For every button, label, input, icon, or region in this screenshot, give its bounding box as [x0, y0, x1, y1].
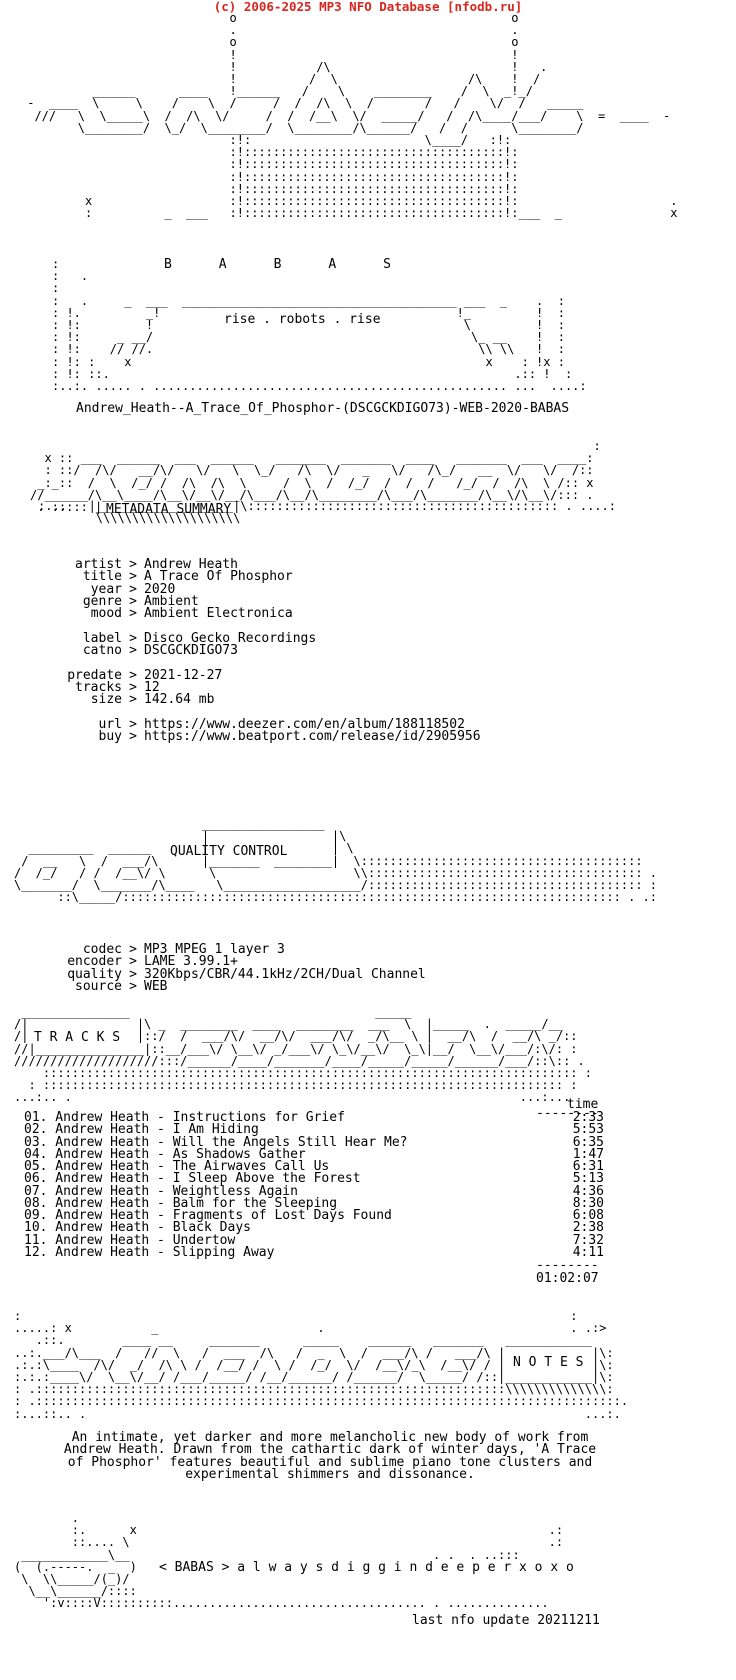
codec-value: MP3 MPEG 1 layer 3	[144, 942, 285, 957]
size-value: 142.64 mb	[144, 692, 215, 708]
quality-row-codec: codec>MP3 MPEG 1 layer 3	[82, 942, 285, 957]
quality-row-encoder: encoder>LAME 3.99.1+	[67, 954, 238, 970]
metadata-row-tracks: tracks>12	[75, 679, 160, 695]
source-value: WEB	[144, 978, 168, 994]
track-row: 09. Andrew Heath - Fragments of Lost Day…	[24, 1208, 604, 1223]
quality-row-quality: quality>320Kbps/CBR/44.1kHz/2CH/Dual Cha…	[67, 966, 426, 982]
metadata-row-label: label>Disco Gecko Recordings	[82, 630, 317, 646]
release-name: Andrew_Heath--A_Trace_Of_Phosphor-(DSCGC…	[76, 401, 570, 416]
track-row: 08. Andrew Heath - Balm for the Sleeping…	[24, 1195, 604, 1211]
genre-value: Ambient	[144, 593, 199, 609]
quality-list: codec>MP3 MPEG 1 layer 3 encoder>LAME 3.…	[0, 942, 426, 994]
site-banner: (c) 2006-2025 MP3 NFO Database [nfodb.ru…	[213, 0, 523, 14]
metadata-row-title: title>A Trace Of Phosphor	[82, 569, 293, 585]
tracks-section-title: T R A C K S	[34, 1030, 121, 1045]
title-value: A Trace Of Phosphor	[144, 569, 293, 585]
metadata-list: artist>Andrew Heath title>A Trace Of Pho…	[0, 557, 481, 745]
buy-link[interactable]: https://www.beatport.com/release/id/2905…	[144, 729, 481, 745]
metadata-section-title: METADATA SUMMARY	[106, 502, 232, 517]
metadata-row-genre: genre>Ambient	[82, 593, 199, 609]
encoder-value: LAME 3.99.1+	[144, 954, 238, 970]
track-row: 01. Andrew Heath - Instructions for Grie…	[24, 1110, 604, 1125]
total-time: 01:02:07	[536, 1271, 599, 1286]
metadata-row-mood: mood>Ambient Electronica	[90, 606, 293, 622]
metadata-row-buy: buy>https://www.beatport.com/release/id/…	[98, 729, 481, 745]
metadata-row-predate: predate>2021-12-27	[67, 667, 223, 683]
tracks-header-art: _______________ _____ /| |\ _ ________ _…	[14, 1005, 592, 1105]
track-list: 01. Andrew Heath - Instructions for Grie…	[24, 1110, 604, 1260]
notes-section-title: N O T E S	[513, 1355, 584, 1370]
track-row: 06. Andrew Heath - I Sleep Above the For…	[24, 1171, 604, 1187]
metadata-box-art: :... |___________________|\:::::::::::::…	[38, 499, 616, 526]
tracks-value: 12	[144, 679, 160, 695]
metadata-row-year: year>2020	[90, 581, 176, 597]
mood-value: Ambient Electronica	[144, 606, 293, 622]
metadata-row-url: url>https://www.deezer.com/en/album/1881…	[98, 716, 465, 732]
tracks-time-rule: --------	[536, 1106, 599, 1121]
artist-value: Andrew Heath	[144, 557, 238, 572]
year-value: 2020	[144, 581, 176, 597]
footer-art: . :. x .: ::.... \ .: ____________\__	[14, 1511, 564, 1611]
footer-motto: < BABAS > a l w a y s d i g g i n d e e …	[159, 1560, 574, 1575]
catno-value: DSCGCKDIGO73	[144, 643, 238, 659]
quality-section-title: QUALITY CONTROL	[170, 844, 288, 859]
label-value: Disco Gecko Recordings	[144, 630, 317, 646]
tracks-total-rule: --------	[536, 1258, 599, 1273]
tagline: rise . robots . rise	[224, 312, 381, 327]
tracks-time-header: time	[567, 1097, 599, 1112]
header-logo-art: o o . . o o	[27, 11, 678, 221]
url-link[interactable]: https://www.deezer.com/en/album/18811850…	[144, 716, 465, 732]
quality-value: 320Kbps/CBR/44.1kHz/2CH/Dual Channel	[144, 966, 426, 982]
quality-row-source: source>WEB	[75, 978, 168, 994]
notes-header-art: : : .....: x _ . . .:> .::. ____ __ ____…	[14, 1309, 629, 1421]
track-row: 03. Andrew Heath - Will the Angels Still…	[24, 1134, 604, 1150]
group-letters: B A B A S	[164, 257, 391, 272]
predate-value: 2021-12-27	[144, 667, 223, 683]
header-frame-art: : : . : : . _ ___ ______________________…	[52, 257, 587, 394]
metadata-row-artist: artist>Andrew Heath	[75, 557, 238, 572]
notes-text: An intimate, yet darker and more melanch…	[63, 1430, 597, 1482]
metadata-row-catno: catno>DSCGCKDIGO73	[82, 643, 238, 659]
metadata-header-art: : x :: ___ ______ ___ ______ _______ ___…	[30, 439, 601, 515]
last-update: last nfo update 20211211	[412, 1613, 600, 1628]
quality-header-art: _________________ | |\ _________ ______ …	[14, 817, 657, 905]
metadata-row-size: size>142.64 mb	[90, 692, 215, 708]
